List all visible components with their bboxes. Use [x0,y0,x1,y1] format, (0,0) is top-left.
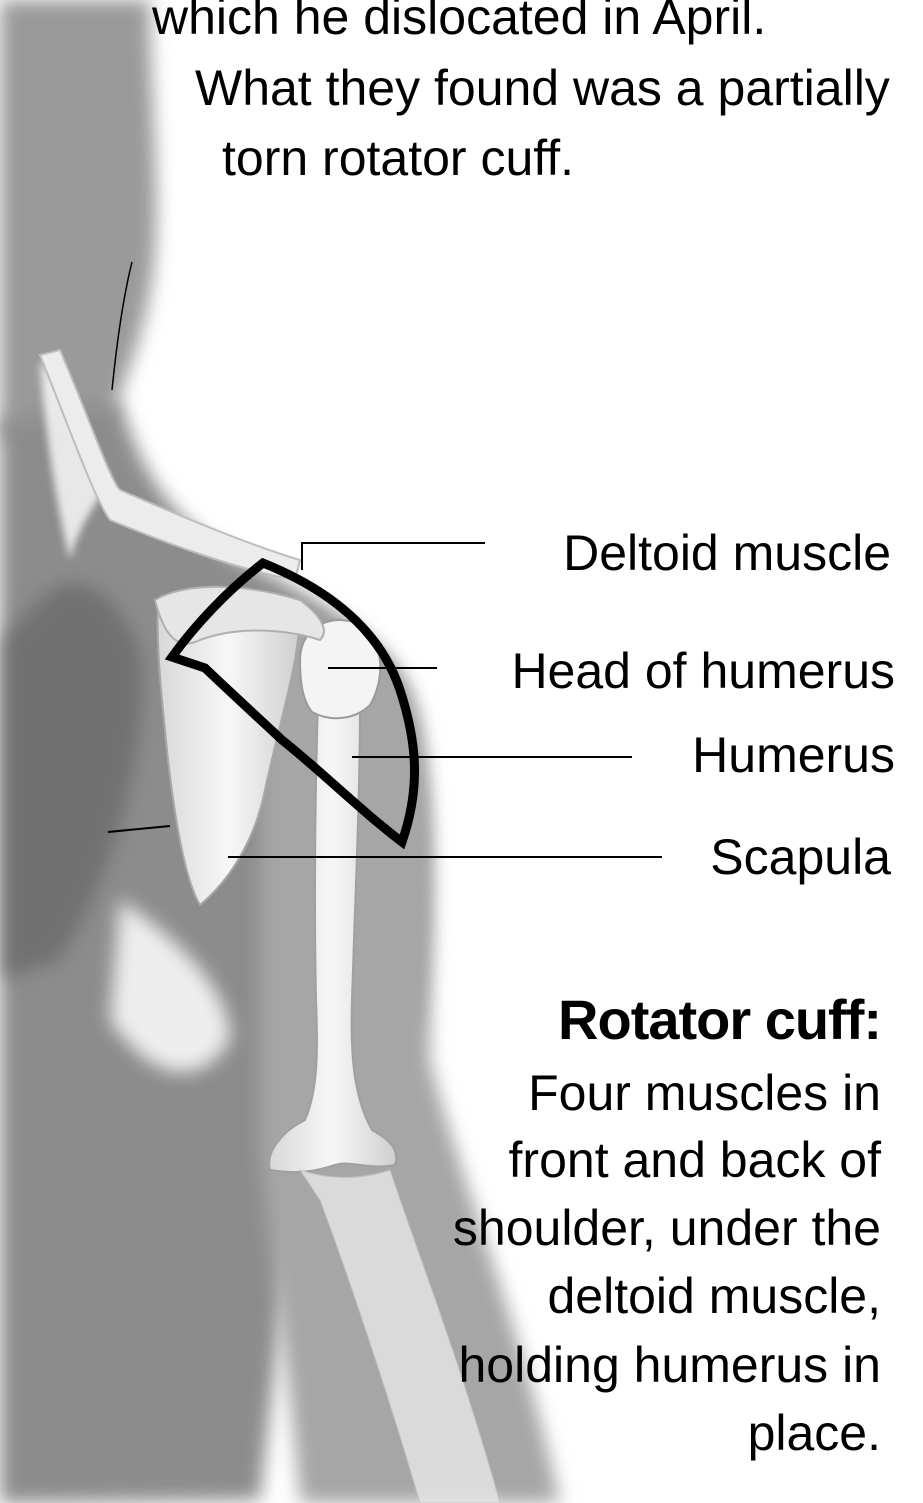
label-scapula: Scapula [710,832,891,882]
definition-line-3: shoulder, under the [453,1203,881,1253]
intro-line-2: What they found was a partially [195,63,890,113]
label-head-of-humerus: Head of humerus [511,646,895,696]
definition-line-4: deltoid muscle, [548,1271,882,1321]
intro-line-1: which he dislocated in April. [152,0,766,42]
definition-title: Rotator cuff: [558,992,881,1048]
definition-line-1: Four muscles in [528,1068,881,1118]
label-humerus: Humerus [692,730,895,780]
definition-line-5: holding humerus in [459,1340,882,1390]
definition-line-6: place. [748,1408,881,1458]
deltoid-leader-line [302,543,485,570]
definition-line-2: front and back of [509,1135,881,1185]
intro-line-3: torn rotator cuff. [222,133,574,183]
label-deltoid-muscle: Deltoid muscle [563,528,891,578]
body-silhouette [0,0,560,1503]
